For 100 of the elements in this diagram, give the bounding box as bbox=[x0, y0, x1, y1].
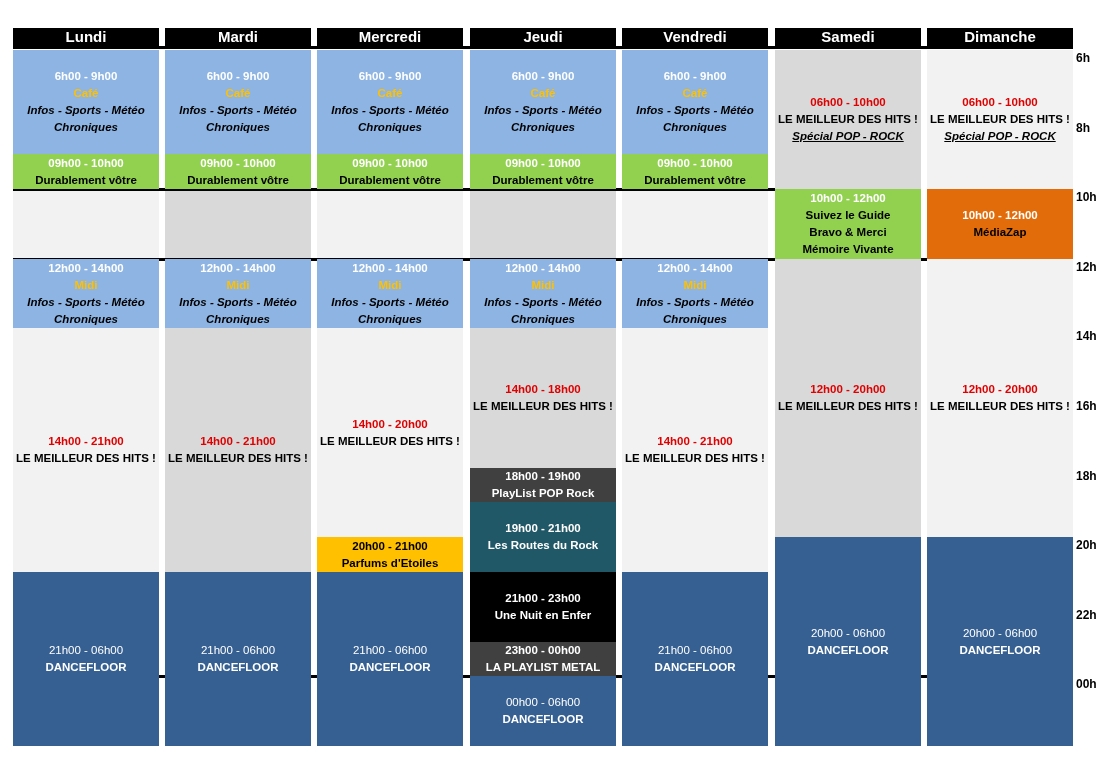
program-topics: Infos - Sports - Météo Chroniques bbox=[330, 294, 450, 327]
program-title: Bravo & Merci bbox=[809, 225, 887, 240]
program-topics: Infos - Sports - Météo Chroniques bbox=[26, 103, 146, 136]
time-range: 14h00 - 18h00 bbox=[505, 382, 581, 397]
program-block bbox=[470, 467, 616, 503]
day-header: Vendredi bbox=[622, 28, 768, 46]
time-range: 20h00 - 06h00 bbox=[810, 625, 886, 641]
program-block bbox=[317, 50, 463, 155]
program-title: DANCEFLOOR bbox=[959, 642, 1041, 658]
program-subtitle: Spécial POP - ROCK bbox=[792, 129, 904, 145]
program-block bbox=[775, 189, 921, 259]
program-title: Café bbox=[225, 86, 251, 102]
program-title: Café bbox=[73, 86, 99, 102]
time-range: 12h00 - 14h00 bbox=[657, 260, 733, 276]
program-block bbox=[622, 572, 768, 746]
time-range: 6h00 - 9h00 bbox=[511, 69, 575, 85]
hour-label: 6h bbox=[1076, 51, 1090, 65]
program-topics: Infos - Sports - Météo Chroniques bbox=[178, 294, 298, 327]
program-title: Durablement vôtre bbox=[644, 172, 746, 188]
hour-label: 8h bbox=[1076, 120, 1090, 135]
time-range: 21h00 - 06h00 bbox=[352, 643, 428, 658]
program-title: DANCEFLOOR bbox=[45, 660, 127, 675]
program-block bbox=[317, 537, 463, 572]
hour-label: 00h bbox=[1076, 677, 1097, 692]
time-range: 12h00 - 20h00 bbox=[810, 382, 886, 397]
time-range: 14h00 - 21h00 bbox=[48, 434, 124, 450]
hour-label: 18h bbox=[1076, 468, 1097, 483]
time-range: 21h00 - 06h00 bbox=[657, 643, 733, 658]
program-title: Parfums d'Etoiles bbox=[341, 555, 439, 571]
time-range: 06h00 - 10h00 bbox=[962, 95, 1038, 111]
hour-label: 10h bbox=[1076, 190, 1097, 205]
program-title: LE MEILLEUR DES HITS ! bbox=[168, 451, 308, 467]
hour-label: 12h bbox=[1076, 259, 1097, 274]
program-title: LE MEILLEUR DES HITS ! bbox=[16, 451, 156, 467]
program-block bbox=[622, 258, 768, 329]
program-block bbox=[470, 258, 616, 329]
time-range: 12h00 - 14h00 bbox=[200, 260, 276, 276]
program-topics: Infos - Sports - Météo Chroniques bbox=[635, 294, 755, 327]
day-header: Mercredi bbox=[317, 28, 463, 46]
program-block bbox=[13, 572, 159, 746]
program-title: Midi bbox=[531, 277, 555, 293]
time-range: 09h00 - 10h00 bbox=[352, 155, 428, 171]
program-title: DANCEFLOOR bbox=[502, 712, 584, 728]
program-title: DANCEFLOOR bbox=[654, 660, 736, 675]
program-topics: Infos - Sports - Météo Chroniques bbox=[330, 103, 450, 136]
program-block bbox=[165, 154, 311, 190]
program-title: DANCEFLOOR bbox=[197, 660, 279, 675]
day-header: Mardi bbox=[165, 28, 311, 46]
time-range: 20h00 - 21h00 bbox=[352, 538, 428, 554]
day-header: Dimanche bbox=[927, 28, 1073, 46]
program-block bbox=[165, 50, 311, 155]
program-title: LE MEILLEUR DES HITS ! bbox=[930, 399, 1070, 414]
program-title: Les Routes du Rock bbox=[487, 538, 599, 554]
program-title: Mémoire Vivante bbox=[802, 242, 894, 257]
program-block bbox=[13, 154, 159, 190]
program-title: DANCEFLOOR bbox=[349, 660, 431, 675]
program-block bbox=[470, 154, 616, 190]
program-block bbox=[317, 154, 463, 190]
program-title: Durablement vôtre bbox=[492, 172, 594, 188]
time-range: 14h00 - 21h00 bbox=[200, 434, 276, 450]
program-block bbox=[165, 572, 311, 746]
program-title: DANCEFLOOR bbox=[807, 642, 889, 658]
time-range: 20h00 - 06h00 bbox=[962, 625, 1038, 641]
program-topics: Infos - Sports - Météo Chroniques bbox=[483, 103, 603, 136]
time-range: 6h00 - 9h00 bbox=[206, 69, 270, 85]
time-range: 21h00 - 06h00 bbox=[200, 643, 276, 658]
time-range: 21h00 - 06h00 bbox=[48, 643, 124, 658]
program-title: LE MEILLEUR DES HITS ! bbox=[778, 399, 918, 414]
program-block bbox=[317, 572, 463, 746]
program-block bbox=[470, 50, 616, 155]
time-range: 12h00 - 20h00 bbox=[962, 382, 1038, 397]
program-title: PlayList POP Rock bbox=[491, 486, 595, 501]
program-title: Durablement vôtre bbox=[35, 172, 137, 188]
time-range: 21h00 - 23h00 bbox=[505, 590, 581, 606]
time-range: 19h00 - 21h00 bbox=[505, 521, 581, 537]
program-block bbox=[470, 502, 616, 572]
day-header: Lundi bbox=[13, 28, 159, 46]
time-range: 6h00 - 9h00 bbox=[54, 69, 118, 85]
program-topics: Infos - Sports - Météo Chroniques bbox=[26, 294, 146, 327]
time-range: 06h00 - 10h00 bbox=[810, 95, 886, 111]
program-title: Café bbox=[530, 86, 556, 102]
program-topics: Infos - Sports - Météo Chroniques bbox=[483, 294, 603, 327]
program-subtitle: Spécial POP - ROCK bbox=[944, 129, 1056, 145]
time-range: 09h00 - 10h00 bbox=[505, 155, 581, 171]
program-title: Midi bbox=[74, 277, 98, 293]
program-block bbox=[775, 537, 921, 746]
program-topics: Infos - Sports - Météo Chroniques bbox=[178, 103, 298, 136]
hour-label: 22h bbox=[1076, 607, 1097, 622]
program-title: Une Nuit en Enfer bbox=[494, 607, 592, 623]
program-title: Durablement vôtre bbox=[187, 172, 289, 188]
program-block bbox=[317, 258, 463, 329]
time-range: 6h00 - 9h00 bbox=[663, 69, 727, 85]
time-range: 23h00 - 00h00 bbox=[505, 643, 581, 658]
time-range: 10h00 - 12h00 bbox=[810, 191, 886, 206]
program-block bbox=[165, 258, 311, 329]
program-block bbox=[622, 50, 768, 155]
program-title: MédiaZap bbox=[973, 225, 1027, 240]
day-header: Jeudi bbox=[470, 28, 616, 46]
program-title: Midi bbox=[378, 277, 402, 293]
program-title: Midi bbox=[683, 277, 707, 293]
